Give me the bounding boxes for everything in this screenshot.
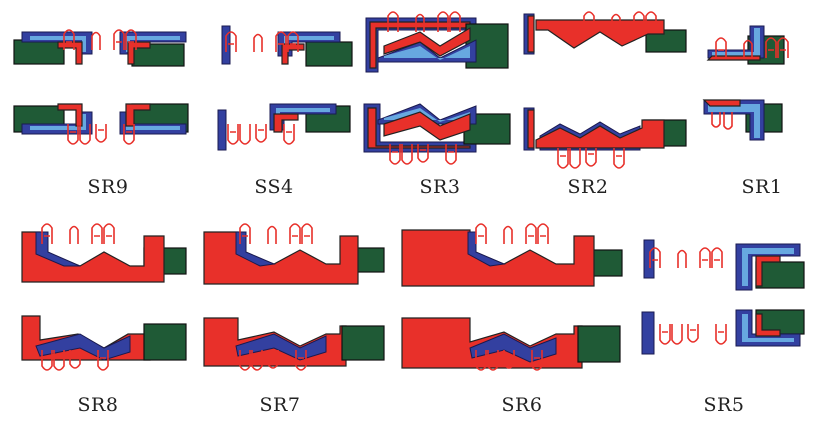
panel-SR1 bbox=[702, 25, 789, 141]
panel-SR8-top bbox=[21, 223, 187, 283]
panel-SS4-top bbox=[221, 25, 353, 67]
panel-SR5-bottom bbox=[641, 309, 805, 355]
panel-label-SR8: SR8 bbox=[77, 394, 119, 416]
panel-SR2-top bbox=[523, 11, 687, 55]
panel-label-SR2: SR2 bbox=[567, 176, 609, 198]
panel-SR6-top bbox=[401, 223, 623, 287]
panel-SR8 bbox=[21, 223, 187, 371]
panel-SR1-bottom bbox=[702, 99, 783, 141]
panel-label-SR3: SR3 bbox=[419, 176, 461, 198]
panel-SS4 bbox=[217, 25, 353, 151]
panel-label-SR9: SR9 bbox=[87, 176, 129, 198]
panel-SR9-top bbox=[13, 29, 187, 67]
panel-label-SR1: SR1 bbox=[741, 176, 783, 198]
panel-SR3-top bbox=[365, 11, 509, 73]
panel-SR5 bbox=[641, 239, 805, 355]
panel-SR9-bottom bbox=[13, 103, 189, 145]
panel-SR7-bottom bbox=[203, 317, 385, 371]
panel-SR2 bbox=[523, 11, 687, 169]
panel-SR2-bottom bbox=[523, 107, 687, 169]
panel-SR3-bottom bbox=[363, 103, 511, 165]
panel-SR9 bbox=[13, 29, 189, 145]
panel-SR3 bbox=[363, 11, 511, 165]
panel-label-SR6: SR6 bbox=[501, 394, 543, 416]
panel-SR6-bottom bbox=[401, 317, 621, 371]
panel-SR5-top bbox=[643, 239, 805, 291]
panel-label-SR5: SR5 bbox=[703, 394, 745, 416]
panel-SR8-bottom bbox=[21, 315, 187, 371]
panel-SR6 bbox=[401, 223, 623, 371]
panel-SR1-top bbox=[706, 25, 789, 65]
panel-SS4-bottom bbox=[217, 103, 351, 151]
panel-SR7 bbox=[203, 223, 385, 371]
panel-label-SR7: SR7 bbox=[259, 394, 301, 416]
panel-SR7-top bbox=[203, 223, 385, 285]
panel-label-SS4: SS4 bbox=[254, 176, 294, 198]
